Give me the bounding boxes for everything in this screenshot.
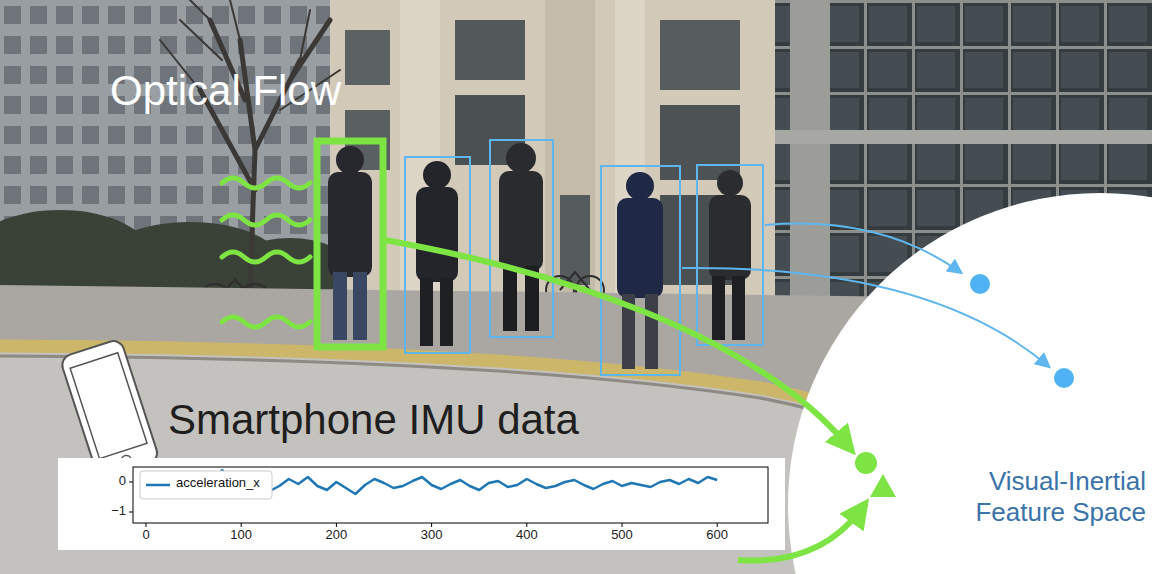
legend-text: acceleration_x [176,476,260,491]
imu-arrow [738,508,862,561]
person-box [490,140,553,337]
panel-title: Optical Flow [110,67,341,115]
bare-tree [160,0,340,290]
axis-tick-label: 0 [119,474,126,489]
axis-tick-label: 300 [421,528,443,543]
person-box [601,166,680,375]
person-box [697,165,763,345]
region-title: Visual-Inertial Feature Space [956,466,1146,528]
feature-triangle [870,474,896,497]
axis-tick-label: 400 [516,528,538,543]
feature-points [855,274,1074,497]
optical-flow-waves [222,178,310,327]
people [328,143,751,369]
feature-space-region: Visual-Inertial Feature Space [788,193,1152,574]
panel-title: Smartphone IMU data [168,396,579,444]
feature-dot [855,452,877,474]
axis-tick-label: 500 [611,528,633,543]
feature-dot [970,274,990,294]
feature-dot [1054,368,1074,388]
bounding-boxes [317,140,763,375]
axis-tick-label: 600 [706,528,728,543]
axis-tick-label: 100 [230,528,252,543]
imu-plot [58,458,785,550]
legend-line-sample [146,484,170,487]
region-circle [788,193,1152,574]
tracked-box [317,141,383,347]
axis-tick-label: −1 [111,504,126,519]
legend-box [140,471,272,499]
axis-tick-label: 200 [326,528,348,543]
axis-tick-label: 0 [142,528,149,543]
